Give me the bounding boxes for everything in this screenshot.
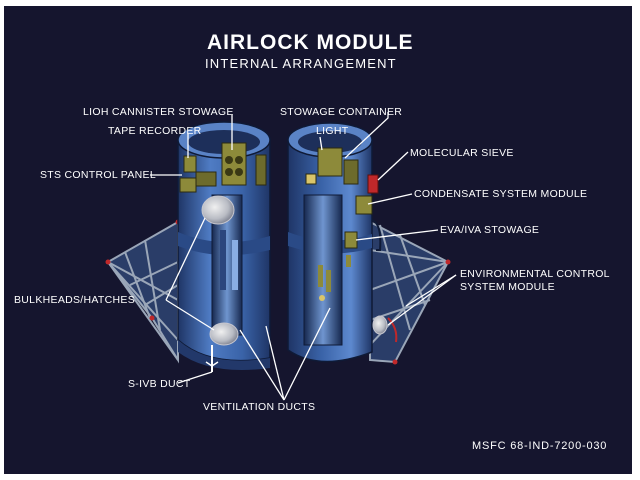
- label-bulkheads-hatches: BULKHEADS/HATCHES: [14, 294, 136, 306]
- label-lioh-cannister-stowage: LIOH CANNISTER STOWAGE: [83, 106, 234, 118]
- label-environmental-control-line2: SYSTEM MODULE: [460, 281, 555, 293]
- condensate-module-box: [355, 195, 373, 215]
- molecular-sieve-unit: [367, 174, 379, 194]
- lower-hatch: [209, 322, 239, 346]
- diagram-subtitle: INTERNAL ARRANGEMENT: [205, 56, 397, 71]
- label-ventilation-ducts: VENTILATION DUCTS: [203, 401, 316, 413]
- label-tape-recorder: TAPE RECORDER: [108, 125, 202, 137]
- label-s-ivb-duct: S-IVB DUCT: [128, 378, 191, 390]
- right-module-half: [287, 122, 382, 363]
- label-stowage-container: STOWAGE CONTAINER: [280, 106, 403, 118]
- label-light: LIGHT: [316, 125, 349, 137]
- label-sts-control-panel: STS CONTROL PANEL: [40, 169, 156, 181]
- right-equipment: [305, 147, 388, 335]
- tape-recorder-box: [183, 155, 197, 173]
- diagram-title: AIRLOCK MODULE: [207, 31, 414, 54]
- leader-lines: [150, 112, 457, 401]
- lioh-cannister-box: [221, 142, 247, 186]
- label-condensate-system-module: CONDENSATE SYSTEM MODULE: [414, 188, 588, 200]
- left-equipment: [179, 142, 267, 372]
- document-code: MSFC 68-IND-7200-030: [472, 440, 608, 452]
- left-module-half: [177, 121, 271, 370]
- upper-hatch: [201, 195, 235, 225]
- eva-iva-stowage-box: [344, 231, 358, 249]
- label-eva-iva-stowage: EVA/IVA STOWAGE: [440, 224, 540, 236]
- label-molecular-sieve: MOLECULAR SIEVE: [410, 147, 514, 159]
- stowage-container-box: [317, 147, 343, 177]
- left-truss-structure: [105, 219, 181, 364]
- sts-panel-box: [179, 177, 197, 193]
- light-fixture: [305, 173, 317, 185]
- label-environmental-control-line1: ENVIRONMENTAL CONTROL: [460, 268, 610, 280]
